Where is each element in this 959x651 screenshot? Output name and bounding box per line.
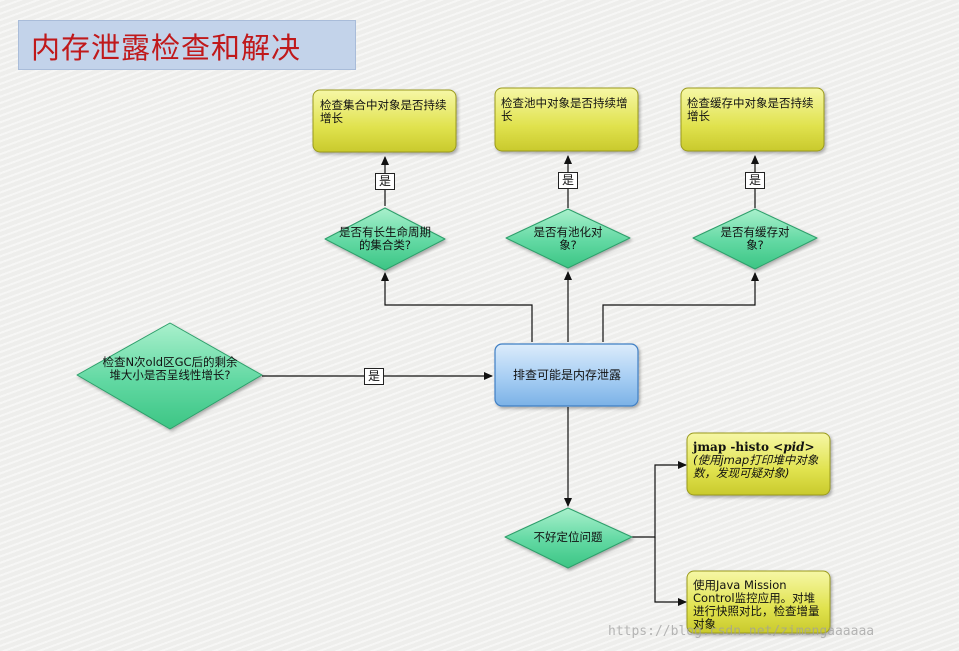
center-node-box <box>494 343 639 407</box>
page-title: 内存泄露检查和解决 <box>31 31 302 65</box>
decision-pool <box>505 208 631 269</box>
yes-label-collection: 是 <box>375 173 396 190</box>
action-box-collection <box>312 89 457 153</box>
action-jmc-text: 使用Java Mission Control监控应用。对堆进行快照对比，检查增量… <box>693 578 820 631</box>
decision-cache <box>692 208 818 270</box>
decision-start-text: 检查N次old区GC后的剩余堆大小是否呈线性增长? <box>102 355 238 382</box>
yes-label-cache: 是 <box>745 172 766 189</box>
action-pool-text: 检查池中对象是否持续增长 <box>501 96 628 123</box>
action-box-jmap <box>686 432 831 496</box>
connector-locate-jmap <box>632 461 687 538</box>
decision-cache-text: 是否有缓存对象? <box>720 225 790 252</box>
decision-collection-text: 是否有长生命周期的集合类? <box>339 225 431 252</box>
decision-start <box>76 322 263 430</box>
decision-locate-text: 不好定位问题 <box>533 530 603 544</box>
action-jmap-text: jmap -histo <pid> (使用jmap打印堆中对象数，发现可疑对象) <box>693 441 825 480</box>
yes-label-start: 是 <box>364 368 385 385</box>
action-box-cache <box>680 87 825 152</box>
watermark: https://blog.csdn.net/zimengaaaaaa <box>608 624 875 639</box>
decision-pool-text: 是否有池化对象? <box>533 225 603 252</box>
action-box-pool <box>494 87 639 152</box>
connector-locate-jmc <box>654 537 687 606</box>
yes-label-pool: 是 <box>558 172 579 189</box>
action-collection-text: 检查集合中对象是否持续增长 <box>320 98 447 125</box>
decision-locate <box>504 507 633 569</box>
jmap-argument: <pid> <box>773 440 815 454</box>
decision-collection <box>324 207 446 271</box>
center-node-text: 排查可能是内存泄露 <box>512 368 621 382</box>
connector-center-collection <box>381 272 533 342</box>
jmap-command: jmap -histo <box>693 440 774 454</box>
jmap-description: (使用jmap打印堆中对象数，发现可疑对象) <box>693 453 819 480</box>
title-banner: 内存泄露检查和解决 <box>18 20 356 70</box>
action-cache-text: 检查缓存中对象是否持续增长 <box>687 96 814 123</box>
connector-center-cache <box>602 272 759 342</box>
action-box-jmc <box>686 570 831 634</box>
